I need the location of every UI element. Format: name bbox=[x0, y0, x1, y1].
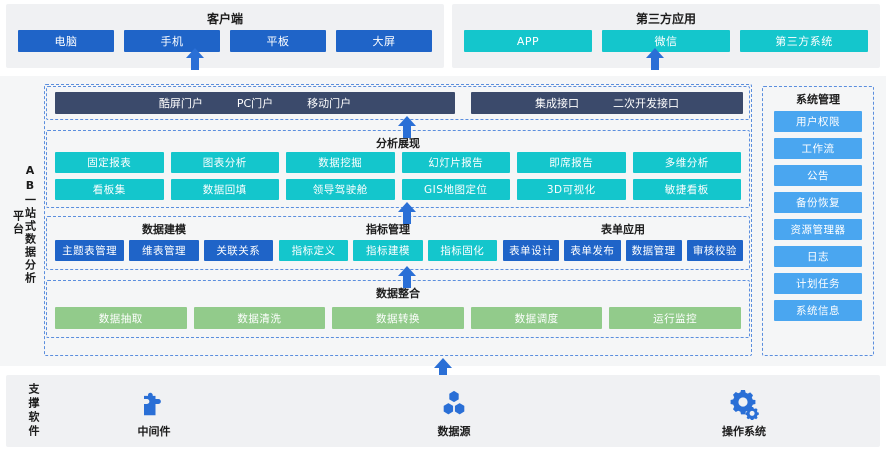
up-arrow-icon-third-party bbox=[646, 48, 664, 70]
client-panel-title: 客户端 bbox=[206, 12, 243, 26]
form-item-publish[interactable]: 表单发布 bbox=[564, 240, 621, 261]
indicator-item-definition[interactable]: 指标定义 bbox=[279, 240, 349, 261]
sysmgmt-item-backup-restore[interactable]: 备份恢复 bbox=[774, 192, 862, 213]
analysis-block: 分析展现 固定报表 图表分析 数据挖掘 幻灯片报告 即席报告 多维分析 看板集 … bbox=[46, 130, 750, 208]
form-application-row: 表单设计 表单发布 数据管理 审核校验 bbox=[503, 240, 743, 261]
support-item-middleware-label: 中间件 bbox=[137, 425, 171, 438]
interface-bar: 集成接口 二次开发接口 bbox=[471, 92, 743, 114]
indicator-management-title: 指标管理 bbox=[366, 223, 410, 236]
platform-main-frame bbox=[44, 84, 752, 356]
platform-vertical-label-secondary: 平台 bbox=[11, 210, 25, 236]
middle-capabilities-block: 数据建模 主题表管理 维表管理 关联关系 指标管理 指标定义 指标建模 指标固化… bbox=[46, 216, 750, 270]
analysis-item-leader-cockpit[interactable]: 领导驾驶舱 bbox=[286, 179, 395, 200]
sysmgmt-item-announcement[interactable]: 公告 bbox=[774, 165, 862, 186]
modeling-item-subject-table[interactable]: 主题表管理 bbox=[55, 240, 125, 261]
analysis-item-agile-dashboard[interactable]: 敏捷看板 bbox=[632, 179, 741, 200]
indicator-management-group: 指标管理 指标定义 指标建模 指标固化 bbox=[279, 217, 497, 269]
up-arrow-icon-middle-to-analysis bbox=[398, 202, 416, 224]
platform-vertical-label: AB一站式数据分析 平台 bbox=[6, 164, 42, 344]
analysis-item-dashboard-set[interactable]: 看板集 bbox=[55, 179, 164, 200]
integration-item-transform[interactable]: 数据转换 bbox=[332, 307, 464, 329]
support-item-middleware[interactable]: 中间件 bbox=[94, 387, 214, 439]
third-party-panel: 第三方应用 APP 微信 第三方系统 bbox=[452, 4, 880, 68]
sysmgmt-item-resource-manager[interactable]: 资源管理器 bbox=[774, 219, 862, 240]
client-item-pc[interactable]: 电脑 bbox=[18, 30, 114, 52]
data-integration-row: 数据抽取 数据清洗 数据转换 数据调度 运行监控 bbox=[55, 307, 741, 329]
data-modeling-row: 主题表管理 维表管理 关联关系 bbox=[55, 240, 273, 261]
top-consumers-zone: 客户端 电脑 手机 平板 大屏 第三方应用 APP 微信 第三方系统 bbox=[0, 0, 886, 72]
interface-item-secondary-dev[interactable]: 二次开发接口 bbox=[613, 97, 679, 110]
analysis-block-title: 分析展现 bbox=[376, 137, 420, 150]
sysmgmt-item-system-info[interactable]: 系统信息 bbox=[774, 300, 862, 321]
data-modeling-group: 数据建模 主题表管理 维表管理 关联关系 bbox=[55, 217, 273, 269]
system-management-title: 系统管理 bbox=[796, 93, 840, 106]
support-item-os[interactable]: 操作系统 bbox=[684, 387, 804, 439]
analysis-row-1: 固定报表 图表分析 数据挖掘 幻灯片报告 即席报告 多维分析 bbox=[55, 152, 741, 173]
form-application-title: 表单应用 bbox=[601, 223, 645, 236]
portal-item-pc[interactable]: PC门户 bbox=[236, 97, 274, 110]
data-modeling-title: 数据建模 bbox=[142, 223, 186, 236]
analysis-item-fixed-report[interactable]: 固定报表 bbox=[55, 152, 164, 173]
support-item-os-label: 操作系统 bbox=[722, 425, 766, 438]
integration-item-schedule[interactable]: 数据调度 bbox=[470, 307, 603, 329]
client-panel: 客户端 电脑 手机 平板 大屏 bbox=[6, 4, 444, 68]
system-management-list: 用户权限 工作流 公告 备份恢复 资源管理器 日志 计划任务 系统信息 bbox=[774, 111, 862, 321]
analysis-item-data-mining[interactable]: 数据挖掘 bbox=[286, 152, 395, 173]
analysis-item-chart-analysis[interactable]: 图表分析 bbox=[170, 152, 279, 173]
portal-item-mobile[interactable]: 移动门户 bbox=[307, 97, 352, 110]
portal-item-coolscreen[interactable]: 酷屏门户 bbox=[158, 97, 203, 110]
third-party-item-system[interactable]: 第三方系统 bbox=[740, 30, 868, 52]
support-software-vertical-label: 支撑软件 bbox=[27, 383, 40, 439]
form-item-audit[interactable]: 审核校验 bbox=[686, 240, 743, 261]
analysis-item-multidim[interactable]: 多维分析 bbox=[632, 152, 741, 173]
system-management-block: 系统管理 用户权限 工作流 公告 备份恢复 资源管理器 日志 计划任务 系统信息 bbox=[762, 86, 874, 356]
third-party-item-app[interactable]: APP bbox=[464, 30, 592, 52]
analysis-item-slide-report[interactable]: 幻灯片报告 bbox=[401, 152, 510, 173]
modeling-item-dim-table[interactable]: 维表管理 bbox=[129, 240, 199, 261]
analysis-item-3d-visual[interactable]: 3D可视化 bbox=[517, 179, 626, 200]
indicator-item-solidify[interactable]: 指标固化 bbox=[427, 240, 497, 261]
client-item-tablet[interactable]: 平板 bbox=[230, 30, 326, 52]
client-item-bigscreen[interactable]: 大屏 bbox=[336, 30, 432, 52]
sysmgmt-item-scheduled-task[interactable]: 计划任务 bbox=[774, 273, 862, 294]
support-item-datasource[interactable]: 数据源 bbox=[394, 387, 514, 439]
integration-item-extract[interactable]: 数据抽取 bbox=[55, 307, 187, 329]
client-item-phone[interactable]: 手机 bbox=[124, 30, 220, 52]
form-item-design[interactable]: 表单设计 bbox=[503, 240, 560, 261]
support-item-datasource-label: 数据源 bbox=[437, 425, 471, 438]
sysmgmt-item-user-permission[interactable]: 用户权限 bbox=[774, 111, 862, 132]
analysis-item-gis-map[interactable]: GIS地图定位 bbox=[401, 179, 510, 200]
up-arrow-icon-analysis-to-portal bbox=[398, 116, 416, 138]
third-party-items-row: APP 微信 第三方系统 bbox=[464, 30, 868, 52]
gears-icon bbox=[684, 387, 804, 421]
platform-zone: AB一站式数据分析 平台 酷屏门户 PC门户 移动门户 集成接口 二次开发接口 … bbox=[0, 76, 886, 366]
sysmgmt-item-workflow[interactable]: 工作流 bbox=[774, 138, 862, 159]
hexagon-cluster-icon bbox=[394, 387, 514, 421]
analysis-row-2: 看板集 数据回填 领导驾驶舱 GIS地图定位 3D可视化 敏捷看板 bbox=[55, 179, 741, 200]
puzzle-piece-icon bbox=[94, 387, 214, 421]
analysis-item-adhoc-report[interactable]: 即席报告 bbox=[517, 152, 626, 173]
client-items-row: 电脑 手机 平板 大屏 bbox=[18, 30, 432, 52]
third-party-item-wechat[interactable]: 微信 bbox=[602, 30, 730, 52]
portal-interface-block: 酷屏门户 PC门户 移动门户 集成接口 二次开发接口 bbox=[46, 86, 750, 120]
form-item-data-manage[interactable]: 数据管理 bbox=[625, 240, 682, 261]
up-arrow-icon-client bbox=[186, 48, 204, 70]
platform-vertical-label-main: AB一站式数据分析 bbox=[23, 164, 37, 285]
integration-item-cleaning[interactable]: 数据清洗 bbox=[193, 307, 326, 329]
data-integration-block: 数据整合 数据抽取 数据清洗 数据转换 数据调度 运行监控 bbox=[46, 280, 750, 338]
indicator-item-modeling[interactable]: 指标建模 bbox=[353, 240, 423, 261]
integration-item-monitor[interactable]: 运行监控 bbox=[609, 307, 741, 329]
third-party-panel-title: 第三方应用 bbox=[635, 12, 696, 26]
form-application-group: 表单应用 表单设计 表单发布 数据管理 审核校验 bbox=[503, 217, 743, 269]
up-arrow-icon-support-to-platform bbox=[434, 358, 452, 380]
modeling-item-relations[interactable]: 关联关系 bbox=[203, 240, 273, 261]
data-integration-title: 数据整合 bbox=[376, 287, 420, 300]
portal-bar: 酷屏门户 PC门户 移动门户 bbox=[55, 92, 455, 114]
interface-item-integration[interactable]: 集成接口 bbox=[535, 97, 579, 110]
sysmgmt-item-log[interactable]: 日志 bbox=[774, 246, 862, 267]
analysis-item-data-backfill[interactable]: 数据回填 bbox=[170, 179, 279, 200]
indicator-management-row: 指标定义 指标建模 指标固化 bbox=[279, 240, 497, 261]
up-arrow-icon-integration-to-middle bbox=[398, 266, 416, 288]
support-software-zone: 支撑软件 中间件 数据源 bbox=[6, 375, 880, 447]
